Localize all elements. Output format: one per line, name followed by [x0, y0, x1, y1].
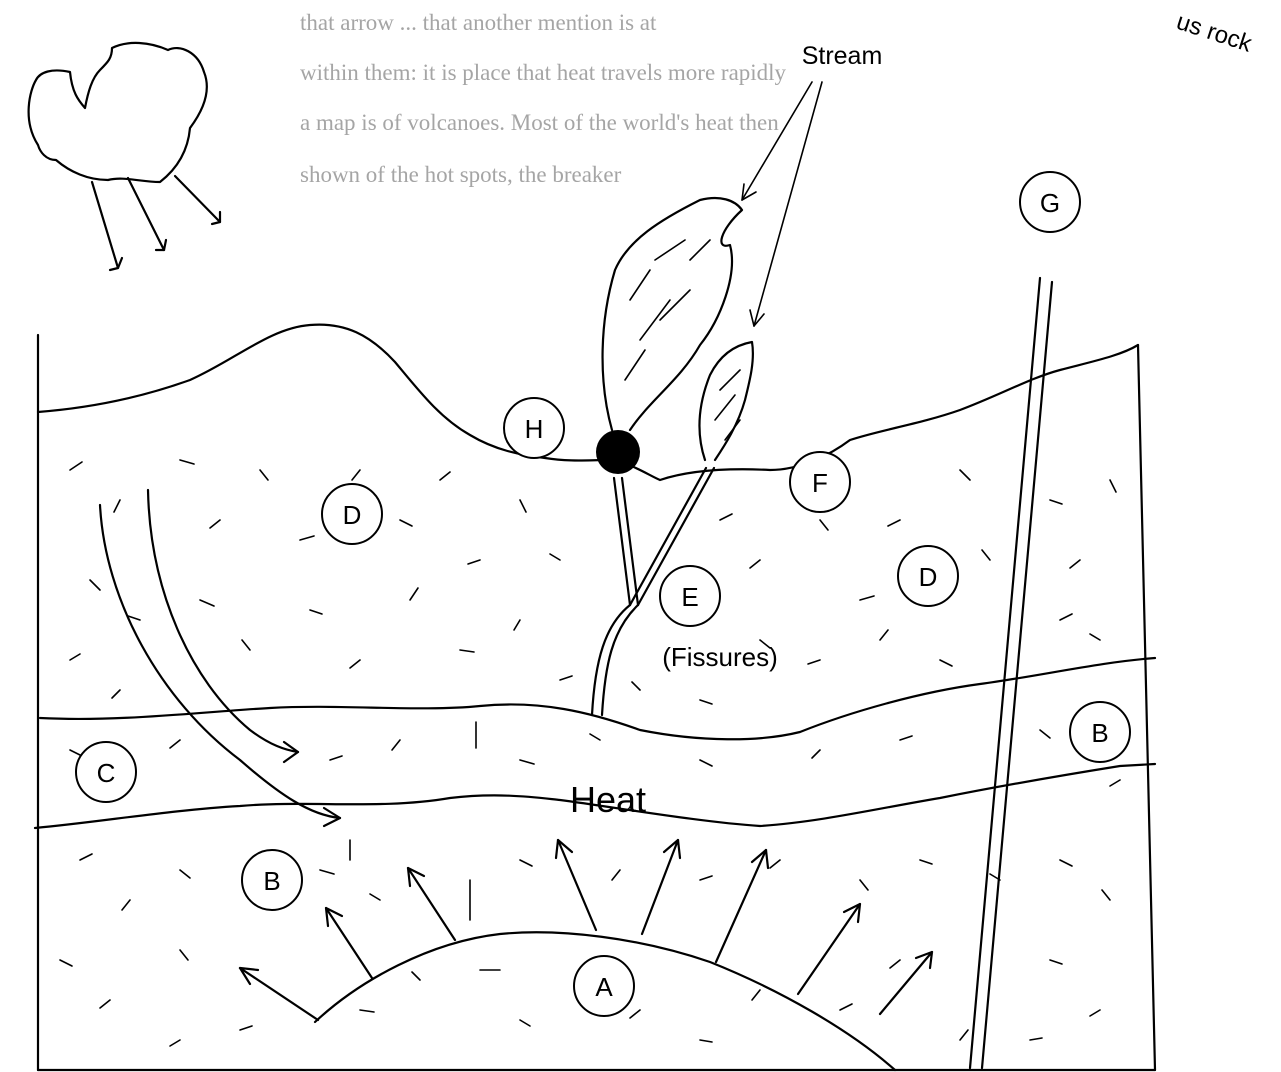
- well-pipe: [970, 278, 1052, 1068]
- bleed-line-2: within them: it is place that heat trave…: [300, 60, 787, 85]
- label-d-right: D: [898, 546, 958, 606]
- label-c: C: [76, 742, 136, 802]
- geyser-vent-icon: [596, 430, 640, 474]
- stream-plumes: [603, 198, 753, 460]
- corner-fragment-text: us rock: [1173, 8, 1256, 58]
- ground-surface: [38, 325, 1138, 480]
- fissures-label: (Fissures): [662, 642, 778, 672]
- label-e: E: [660, 566, 720, 626]
- bleed-line-3: a map is of volcanoes. Most of the world…: [300, 110, 779, 135]
- label-d-left-text: D: [343, 500, 362, 530]
- label-b-left: B: [242, 850, 302, 910]
- label-b-right-text: B: [1091, 718, 1108, 748]
- label-a: A: [574, 956, 634, 1016]
- label-g: G: [1020, 172, 1080, 232]
- label-a-text: A: [595, 972, 613, 1002]
- rain-cloud-icon: [29, 43, 220, 270]
- label-g-text: G: [1040, 188, 1060, 218]
- label-d-right-text: D: [919, 562, 938, 592]
- label-e-text: E: [681, 582, 698, 612]
- bleed-line-1: that arrow ... that another mention is a…: [300, 10, 657, 35]
- block-right-edge: [1138, 345, 1155, 1070]
- label-b-right: B: [1070, 702, 1130, 762]
- heat-label: Heat: [570, 779, 646, 820]
- label-h-text: H: [525, 414, 544, 444]
- label-h: H: [504, 398, 564, 458]
- rock-texture: [60, 460, 1120, 1046]
- stream-label: Stream: [802, 42, 883, 70]
- label-d-left: D: [322, 484, 382, 544]
- label-f-text: F: [812, 468, 828, 498]
- label-f: F: [790, 452, 850, 512]
- label-b-left-text: B: [263, 866, 280, 896]
- label-c-text: C: [97, 758, 116, 788]
- bleed-line-4: shown of the hot spots, the breaker: [300, 162, 622, 187]
- bleed-through-text: that arrow ... that another mention is a…: [300, 10, 787, 187]
